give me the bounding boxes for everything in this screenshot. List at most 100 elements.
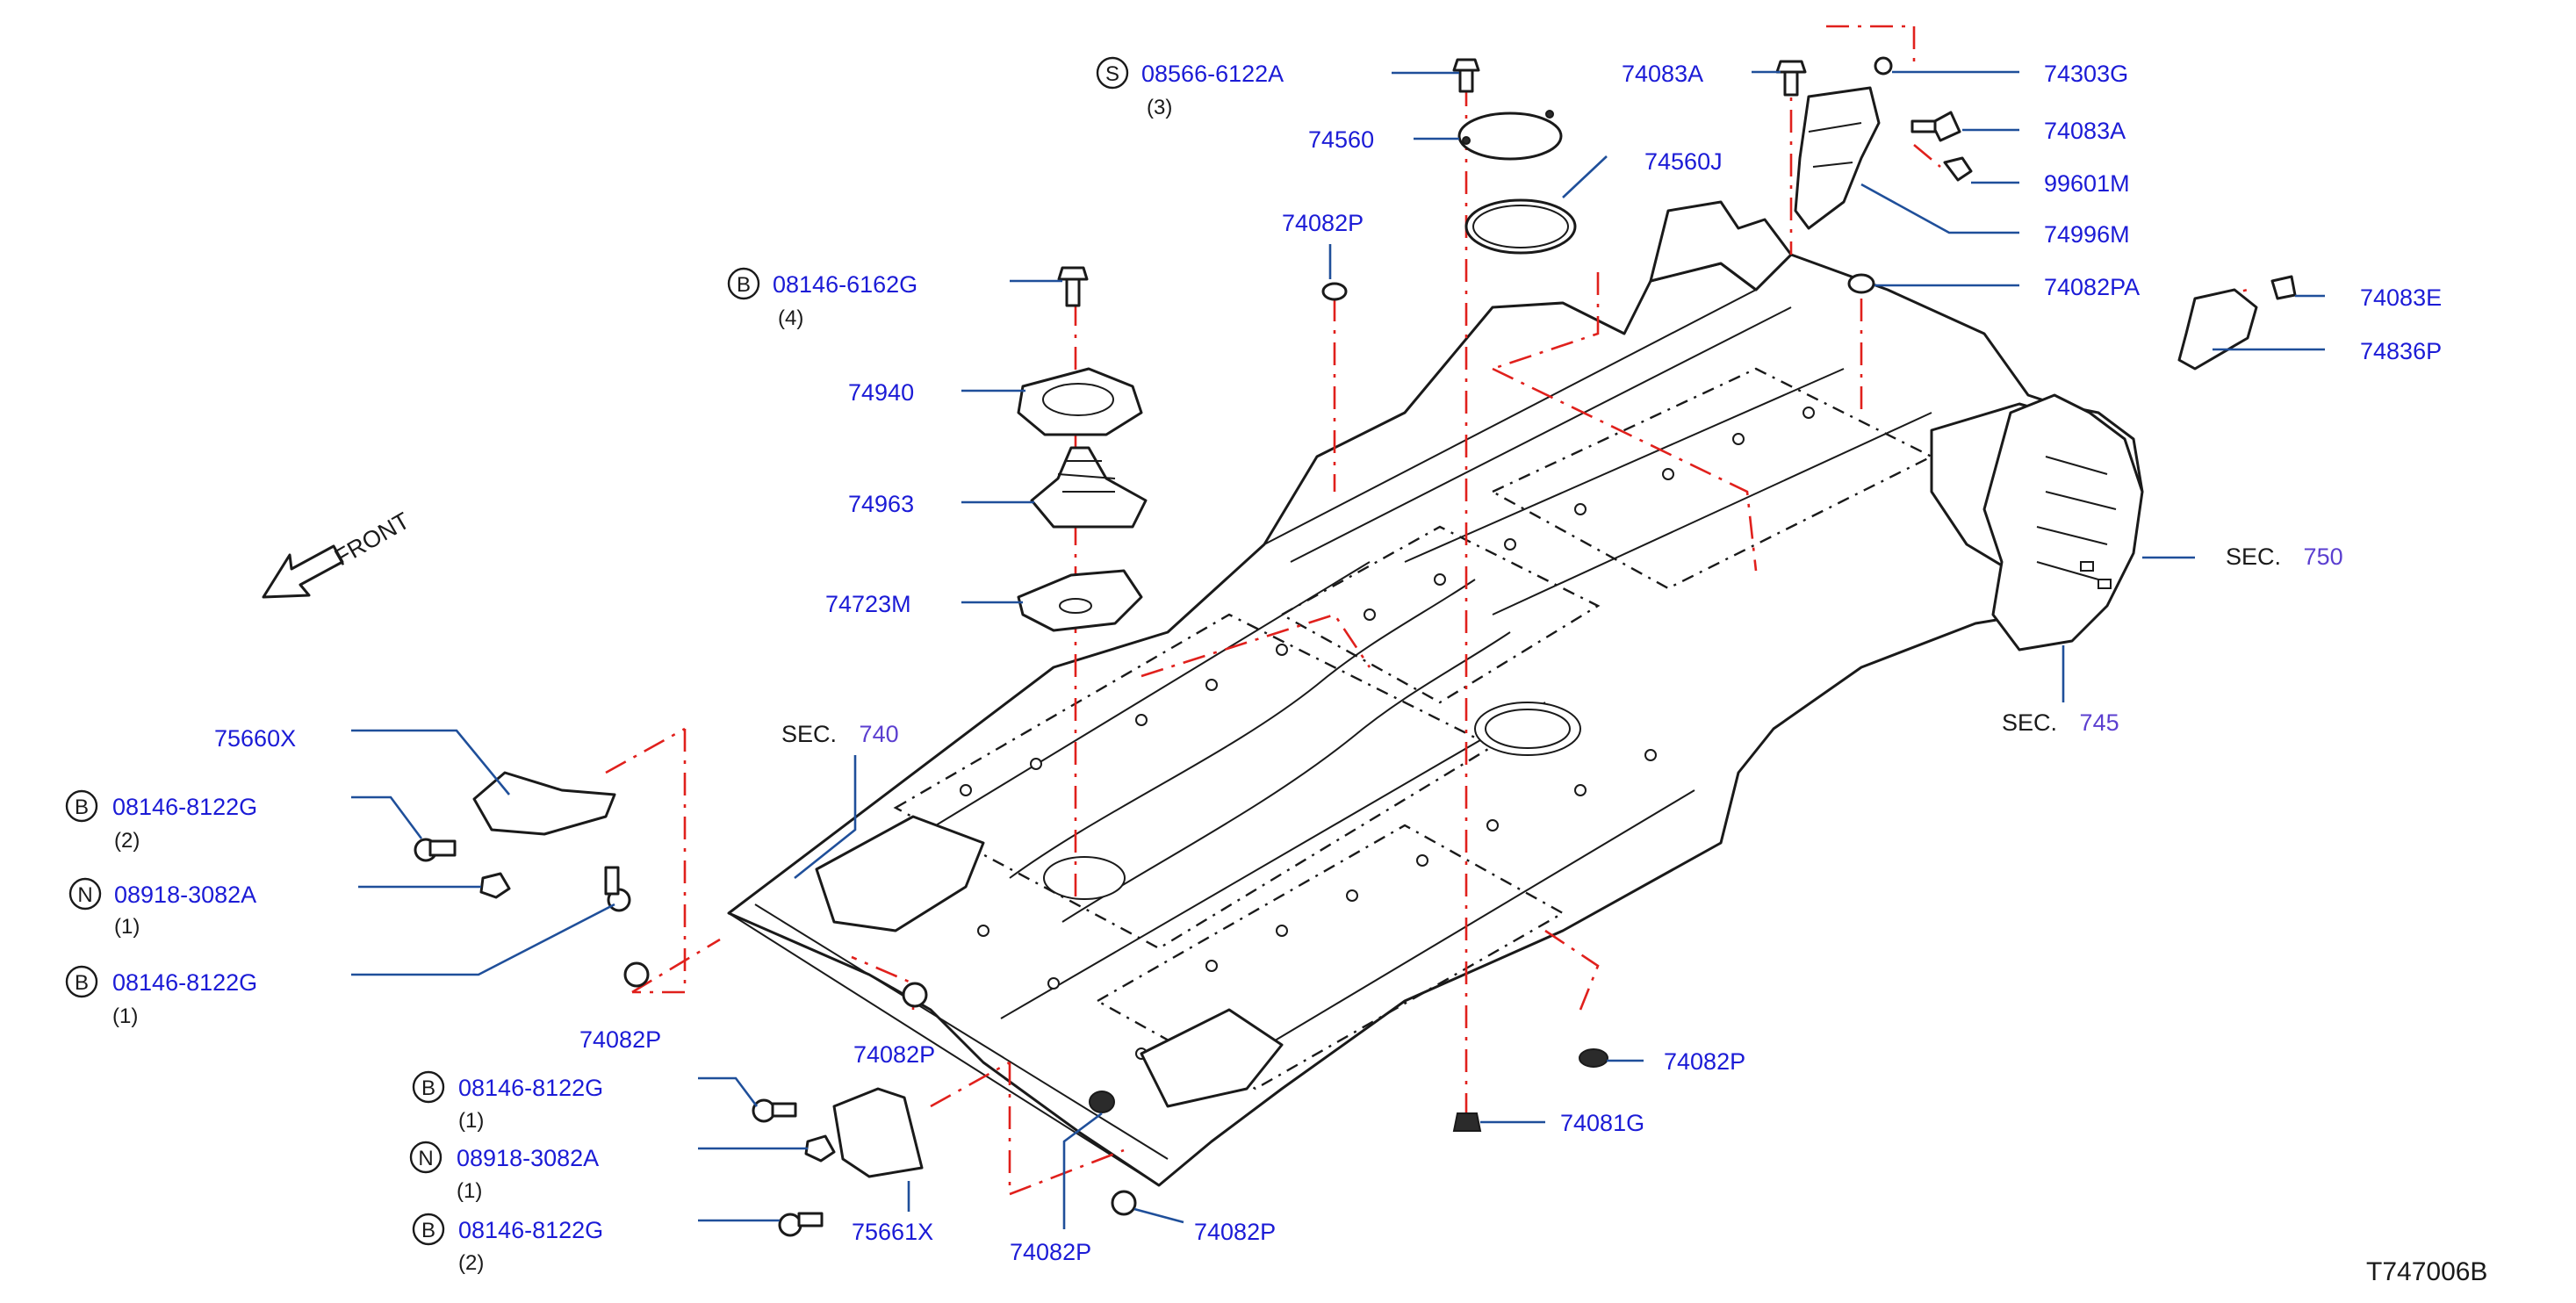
- phantom-line: [631, 938, 721, 994]
- plug-74081g: [1452, 1112, 1482, 1132]
- floor-pan-assembly: [727, 200, 2144, 1187]
- callouts: S 08566-6122A (3) 74560 74560J 74082P B …: [65, 56, 2442, 1275]
- clip-74303g: [1874, 56, 1893, 76]
- callout-part: 74963: [848, 491, 914, 517]
- front-indicator: FRONT: [262, 508, 414, 599]
- nut-08918-3082a-a: [479, 872, 511, 899]
- callout-part: 74082P: [1282, 210, 1364, 236]
- phantom-line: [930, 1061, 1011, 1108]
- bolt-74083a-side: [1910, 111, 1961, 142]
- callout-part: 75661X: [852, 1219, 933, 1245]
- callout-part: 74303G: [2044, 61, 2128, 87]
- bolt-08146-8122g-d: [778, 1212, 824, 1237]
- section-labels: SEC. 740 SEC. 745 SEC. 750: [781, 544, 2343, 747]
- callout-part: 74082P: [1194, 1219, 1276, 1245]
- phantom-line: [1492, 367, 1758, 572]
- sec-prefix: SEC.: [2002, 709, 2057, 736]
- callout-part: 74560J: [1644, 148, 1723, 175]
- callout-part: 74082P: [1664, 1048, 1745, 1075]
- plug-74082p-e: [1579, 1048, 1608, 1068]
- callout-part: 74082P: [579, 1026, 661, 1053]
- phantom-line: [1492, 272, 1600, 371]
- plug-74082p: [1321, 282, 1348, 301]
- callout: B 08146-6162G (4): [727, 267, 917, 330]
- callout-qty: (4): [778, 306, 803, 330]
- callout-part: 75660X: [214, 725, 296, 752]
- plug-74082pa: [1847, 273, 1875, 294]
- sec-number: 740: [860, 721, 899, 747]
- callout-part: 74996M: [2044, 221, 2130, 248]
- plug-74082p-a: [623, 961, 650, 988]
- front-label: FRONT: [330, 508, 414, 571]
- callout-part: 08146-8122G: [458, 1217, 603, 1243]
- callout-prefix: S: [1105, 62, 1119, 86]
- callout-prefix: B: [421, 1076, 435, 1100]
- sec-number: 750: [2304, 544, 2343, 570]
- callout: B 08146-8122G (2): [65, 789, 257, 853]
- phantom-line: [632, 729, 687, 994]
- callout-qty: (1): [114, 915, 140, 939]
- callout: B 08146-8122G (1): [412, 1070, 603, 1133]
- insulator-74723m: [1017, 569, 1143, 632]
- leader-lines: [351, 70, 2325, 1229]
- svg-text:SEC. 750: SEC. 750: [2226, 544, 2343, 570]
- callout-part: 08918-3082A: [457, 1145, 599, 1171]
- bracket-75661x: [832, 1087, 924, 1178]
- callout-part: 74083E: [2360, 284, 2442, 311]
- sec-prefix: SEC.: [2226, 544, 2281, 570]
- shift-boot-74963: [1030, 446, 1148, 529]
- callout-part: 99601M: [2044, 170, 2130, 197]
- sec-number: 745: [2080, 709, 2119, 736]
- callout-part: 08146-8122G: [112, 969, 257, 996]
- callout-part: 74083A: [2044, 118, 2126, 144]
- callout-part: 74723M: [825, 591, 911, 617]
- phantom-line: [605, 727, 686, 774]
- callout-part: 74836P: [2360, 338, 2442, 364]
- arrow-left-down-icon: [262, 544, 344, 599]
- bolt-08146-8122g-c: [752, 1098, 797, 1123]
- callout-part: 74082PA: [2044, 274, 2140, 300]
- screw-08566-6122a: [1452, 58, 1480, 93]
- callout-qty: (1): [457, 1179, 482, 1203]
- callout-prefix: N: [77, 883, 92, 907]
- callout-part: 74082P: [1010, 1239, 1091, 1265]
- callout-qty: (1): [112, 1004, 138, 1028]
- diagram-code: T747006B: [2366, 1257, 2487, 1286]
- callout-part: 08146-6162G: [773, 271, 917, 298]
- phantom-line: [1544, 929, 1600, 1011]
- callout-part: 08146-8122G: [458, 1075, 603, 1101]
- rear-side-member: [1982, 393, 2144, 652]
- callout-part: 74081G: [1560, 1110, 1644, 1136]
- callout: S 08566-6122A (3): [1096, 56, 1284, 119]
- fastener-74083e: [2270, 275, 2297, 300]
- phantom-line: [1008, 1062, 1125, 1196]
- callout-qty: (2): [458, 1251, 484, 1275]
- phantom-line: [1913, 144, 1941, 168]
- callout-part: 74560: [1308, 126, 1374, 153]
- bracket-75660x: [472, 771, 616, 836]
- callout-part: 08146-8122G: [112, 794, 257, 820]
- plug-74082p-d: [1111, 1190, 1137, 1216]
- bolt-74083a: [1775, 60, 1807, 97]
- callout-prefix: N: [418, 1147, 433, 1170]
- floor-holes: [960, 407, 1815, 1060]
- svg-text:SEC. 740: SEC. 740: [781, 721, 899, 747]
- bolt-08146-8122g-a: [414, 838, 457, 862]
- sec-prefix: SEC.: [781, 721, 837, 747]
- callout: N 08918-3082A (1): [68, 877, 256, 939]
- callout-prefix: B: [75, 795, 89, 819]
- clip-99601m: [1943, 156, 1973, 182]
- callout: N 08918-3082A (1): [409, 1141, 599, 1203]
- callout-prefix: B: [75, 971, 89, 995]
- duct-74836p: [2177, 288, 2258, 371]
- boot-retainer-74940: [1017, 367, 1143, 436]
- nut-08918-3082a-b: [804, 1134, 836, 1163]
- callout-part: 08566-6122A: [1141, 61, 1284, 87]
- plug-74082p-c: [1089, 1091, 1115, 1113]
- callout: B 08146-8122G (2): [412, 1213, 603, 1275]
- callout-part: 08918-3082A: [114, 882, 256, 908]
- callout-part: 74940: [848, 379, 914, 406]
- callout-part: 74082P: [853, 1041, 935, 1068]
- bracket-74996m: [1794, 86, 1881, 230]
